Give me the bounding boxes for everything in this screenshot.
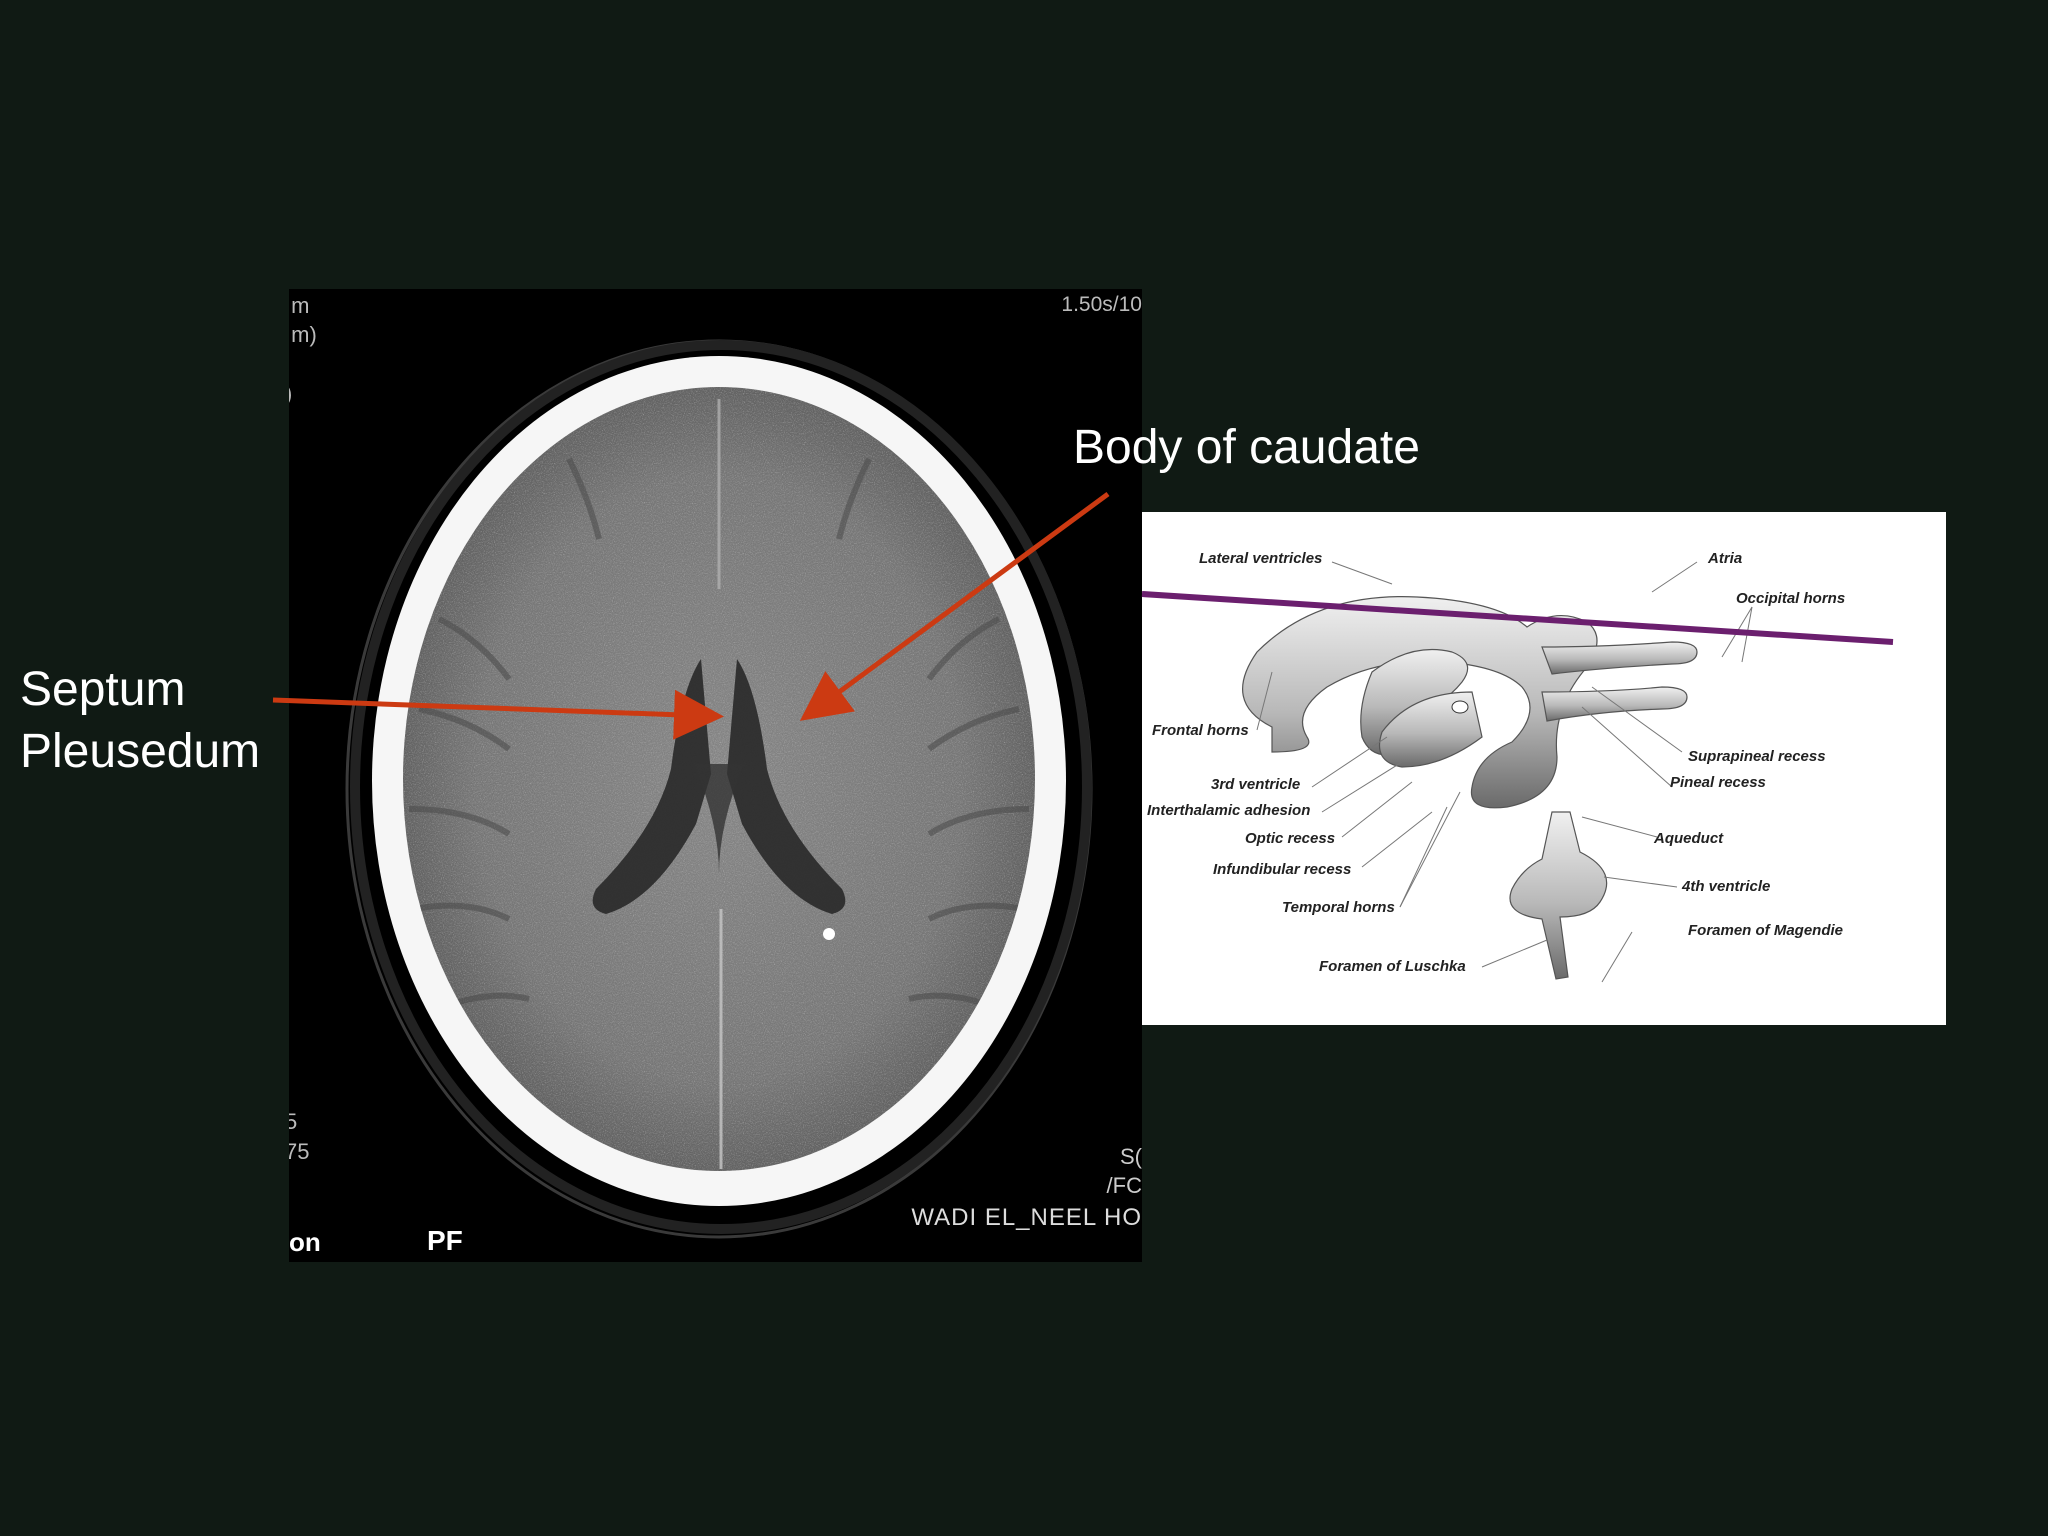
label-temporal-horns: Temporal horns [1282, 899, 1395, 916]
ct-scan-image: ım ım) ) 1.50s/10 5 75 on PF S( /FC WADI… [289, 289, 1142, 1262]
ct-overlay-text: 75 [289, 1139, 310, 1164]
ct-overlay-text: 5 [289, 1109, 298, 1134]
ct-overlay-text: on [289, 1227, 321, 1257]
ct-overlay-text: ım [289, 293, 310, 318]
ct-brain-graphic [345, 339, 1093, 1239]
label-pleusedum: Pleusedum [20, 725, 261, 778]
ventricle-diagram: Lateral ventricles Atria Occipital horns… [1142, 512, 1946, 1025]
label-septum: Septum [20, 663, 186, 716]
ct-overlay-text: S( [1120, 1144, 1142, 1169]
label-suprapineal-recess: Suprapineal recess [1688, 748, 1826, 765]
label-3rd-ventricle: 3rd ventricle [1211, 776, 1301, 793]
label-pineal-recess: Pineal recess [1670, 774, 1766, 791]
ct-hospital-text: WADI EL_NEEL HO [911, 1204, 1142, 1231]
ventricle-diagram-graphic [1242, 561, 1753, 983]
label-frontal-horns: Frontal horns [1152, 722, 1249, 739]
label-lateral-ventricles: Lateral ventricles [1199, 550, 1323, 567]
label-foramen-magendie: Foramen of Magendie [1688, 922, 1844, 939]
label-interthalamic-adhesion: Interthalamic adhesion [1147, 802, 1311, 819]
label-infundibular-recess: Infundibular recess [1213, 861, 1352, 878]
ct-overlay-text: ) [289, 381, 292, 407]
ct-scan-parameter-text: 1.50s/10 [1061, 293, 1142, 316]
label-foramen-luschka: Foramen of Luschka [1319, 958, 1466, 975]
ct-overlay-text: /FC [1106, 1173, 1142, 1198]
label-body-of-caudate: Body of caudate [1073, 421, 1420, 474]
label-atria: Atria [1708, 550, 1743, 567]
label-4th-ventricle: 4th ventricle [1682, 878, 1771, 895]
label-optic-recess: Optic recess [1245, 830, 1336, 847]
ct-overlay-text: ım) [289, 322, 317, 347]
label-occipital-horns: Occipital horns [1736, 590, 1846, 607]
ct-orientation-marker: PF [427, 1225, 463, 1256]
label-aqueduct: Aqueduct [1654, 830, 1724, 847]
